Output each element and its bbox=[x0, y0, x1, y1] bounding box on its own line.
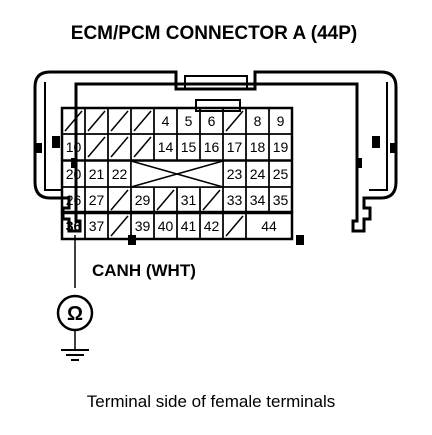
terminal-label: 39 bbox=[135, 218, 151, 234]
terminal-label: 22 bbox=[112, 166, 128, 182]
empty-cavity-mark bbox=[156, 189, 175, 211]
ohmmeter-probe bbox=[56, 235, 94, 361]
terminal-label: 26 bbox=[66, 192, 82, 208]
ohm-symbol: Ω bbox=[67, 303, 83, 325]
empty-cavity-mark bbox=[133, 110, 152, 132]
terminal-label: 35 bbox=[273, 192, 289, 208]
empty-cavity-mark bbox=[133, 136, 152, 158]
empty-cavity-mark bbox=[225, 215, 244, 237]
diagram-title: ECM/PCM CONNECTOR A (44P) bbox=[71, 23, 357, 44]
terminal-label: 5 bbox=[185, 113, 193, 129]
empty-cavity-mark bbox=[110, 136, 129, 158]
empty-cavity-mark bbox=[110, 189, 129, 211]
terminal-label: 8 bbox=[254, 113, 262, 129]
terminal-label: 33 bbox=[227, 192, 243, 208]
empty-cavity-mark bbox=[110, 215, 129, 237]
terminal-label: 41 bbox=[181, 218, 197, 234]
terminal-label: 36 bbox=[66, 218, 82, 234]
terminal-label: 29 bbox=[135, 192, 151, 208]
empty-cavity-mark bbox=[110, 110, 129, 132]
terminal-label: 14 bbox=[158, 139, 174, 155]
caption: Terminal side of female terminals bbox=[87, 392, 335, 411]
empty-cavity-mark bbox=[225, 110, 244, 132]
terminal-19 bbox=[268, 133, 293, 161]
terminal-label: 44 bbox=[261, 218, 277, 234]
terminal-label: 34 bbox=[250, 192, 266, 208]
terminal-label: 27 bbox=[89, 192, 105, 208]
empty-cavity-mark bbox=[87, 136, 106, 158]
terminal-label: 17 bbox=[227, 139, 243, 155]
terminal-label: 19 bbox=[273, 139, 289, 155]
connector-housing bbox=[33, 70, 398, 245]
empty-cavity-mark bbox=[202, 189, 221, 211]
terminal-label: 24 bbox=[250, 166, 266, 182]
terminal-44 bbox=[245, 212, 293, 240]
terminal-label: 10 bbox=[66, 139, 82, 155]
terminal-label: 18 bbox=[250, 139, 266, 155]
terminal-label: 16 bbox=[204, 139, 220, 155]
blocked-cavity-mark bbox=[130, 160, 224, 188]
wire-label: CANH (WHT) bbox=[92, 261, 196, 280]
terminal-label: 23 bbox=[227, 166, 243, 182]
terminal-label: 6 bbox=[208, 113, 216, 129]
empty-cavity-mark bbox=[87, 110, 106, 132]
terminal-label: 25 bbox=[273, 166, 289, 182]
terminal-label: 20 bbox=[66, 166, 82, 182]
terminal-label: 9 bbox=[277, 113, 285, 129]
terminal-label: 31 bbox=[181, 192, 197, 208]
empty-cavity-mark bbox=[64, 110, 83, 132]
terminal-label: 4 bbox=[162, 113, 170, 129]
terminal-label: 37 bbox=[89, 218, 105, 234]
terminal-label: 21 bbox=[89, 166, 105, 182]
terminal-label: 15 bbox=[181, 139, 197, 155]
terminal-label: 40 bbox=[158, 218, 174, 234]
terminal-label: 42 bbox=[204, 218, 220, 234]
